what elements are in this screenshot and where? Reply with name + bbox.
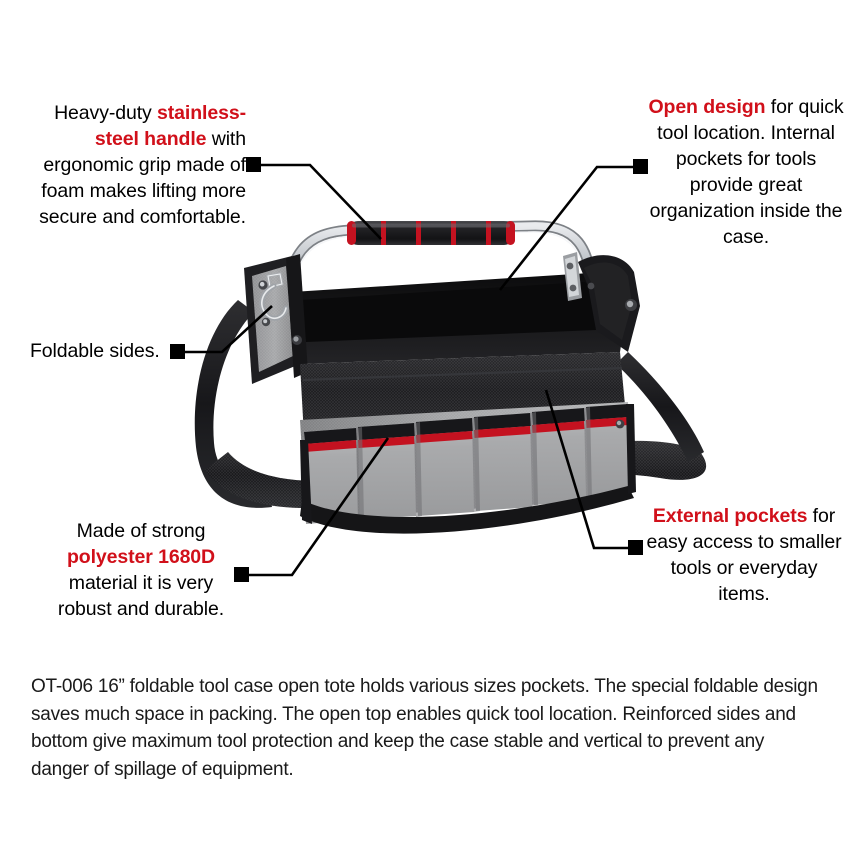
external-pockets xyxy=(300,402,632,524)
marker-square-foldable xyxy=(170,344,185,359)
pocket-3 xyxy=(414,418,474,517)
hinge-plate xyxy=(563,252,582,301)
material-callout-tail: material it is very robust and durable. xyxy=(57,572,225,620)
open-design-callout-highlight: Open design xyxy=(648,96,766,118)
shoulder-pad xyxy=(468,456,626,497)
open-design-callout: Open design for quick tool location. Int… xyxy=(648,94,844,250)
foam-grip xyxy=(347,221,515,245)
external-pockets-callout: External pockets for easy access to smal… xyxy=(644,503,844,607)
foldable-sides-callout: Foldable sides. xyxy=(30,338,170,364)
marker-square-material xyxy=(234,567,249,582)
metal-swivel-hook xyxy=(258,272,289,327)
external-pockets-callout-highlight: External pockets xyxy=(652,505,808,527)
material-callout-highlight: polyester 1680D xyxy=(66,546,216,568)
left-end-panel xyxy=(244,254,308,384)
leader-line-material xyxy=(246,437,390,577)
pocket-2 xyxy=(356,423,416,521)
handle-callout: Heavy-duty stainless-steel handle with e… xyxy=(28,100,246,230)
bag-bottom xyxy=(300,486,634,534)
leader-line-external xyxy=(544,389,631,550)
product-description: OT-006 16” foldable tool case open tote … xyxy=(31,676,818,780)
leader-line-foldable xyxy=(182,305,273,354)
leader-line-handle xyxy=(258,163,382,240)
handle-callout-highlight: stainless-steel handle xyxy=(94,102,246,150)
material-callout-lead: Made of strong xyxy=(76,520,206,542)
strap-slider-buckle xyxy=(396,468,420,500)
bag-interior xyxy=(292,273,628,364)
open-design-callout-tail: for quick tool location. Internal pocket… xyxy=(649,96,844,248)
leader-line-open-design xyxy=(498,165,636,291)
external-pockets-callout-tail: for easy access to smaller tools or ever… xyxy=(646,505,842,605)
marker-square-external xyxy=(628,540,643,555)
handle-callout-tail: with ergonomic grip made of foam makes l… xyxy=(39,128,246,228)
foldable-sides-callout-text: Foldable sides. xyxy=(30,340,160,362)
pocket-4 xyxy=(472,413,532,512)
material-callout: Made of strong polyester 1680D material … xyxy=(48,518,234,622)
pocket-5 xyxy=(530,408,586,506)
stainless-steel-handle xyxy=(280,220,598,324)
marker-square-open xyxy=(633,159,648,174)
right-end-panel xyxy=(578,255,640,352)
pocket-6 xyxy=(584,404,630,501)
tote-body xyxy=(244,252,640,534)
pocket-1 xyxy=(304,428,358,524)
shoulder-strap xyxy=(194,300,707,509)
marker-square-handle xyxy=(246,157,261,172)
front-upper-panel xyxy=(300,352,626,436)
handle-callout-lead: Heavy-duty xyxy=(54,102,158,124)
